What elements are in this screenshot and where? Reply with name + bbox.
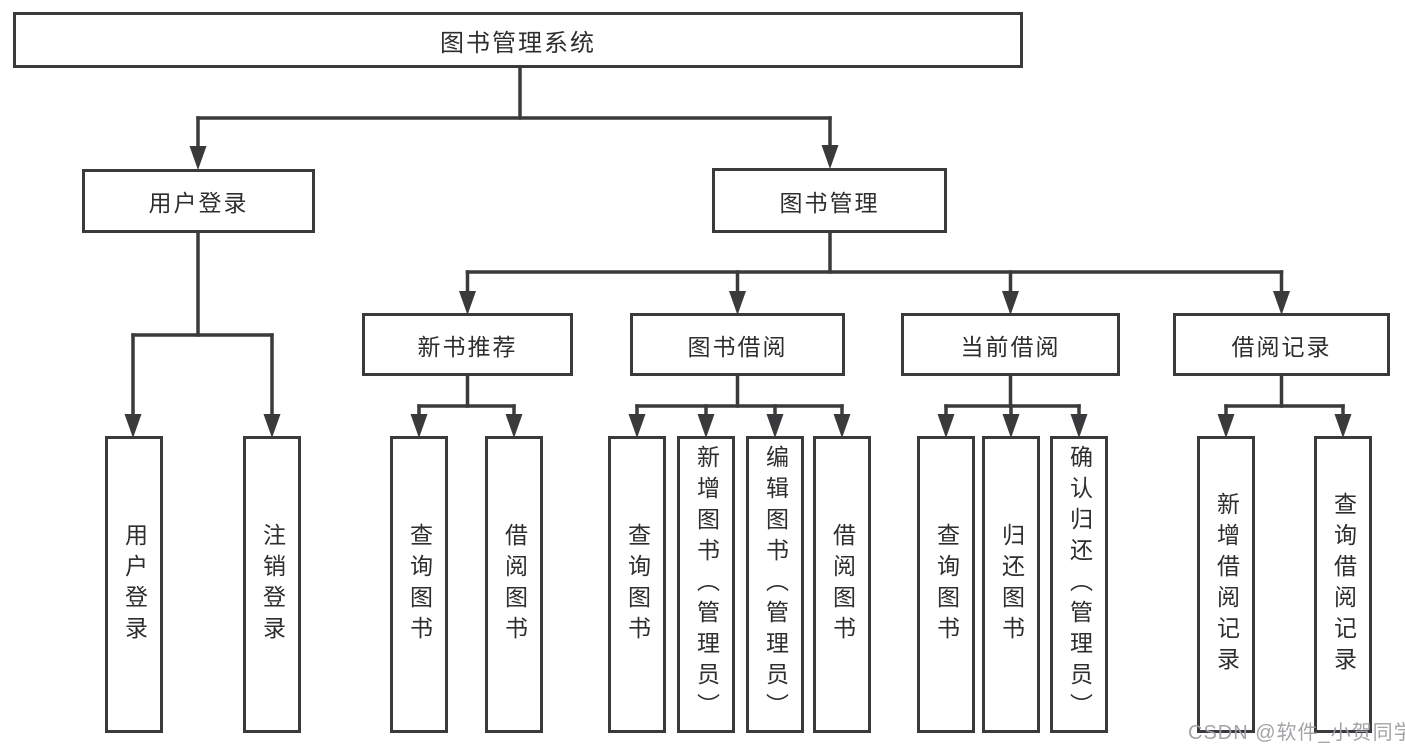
leaf-logout: 注销登录 bbox=[243, 436, 301, 733]
leaf-confirm-return-admin: 确认归还（管理员） bbox=[1050, 436, 1108, 733]
leaf-add-book-admin-label: 新增图书（管理员） bbox=[693, 445, 720, 724]
node-book-management: 图书管理 bbox=[712, 168, 947, 233]
watermark: CSDN @软件_小贺同学 bbox=[1188, 722, 1405, 744]
node-new-book-recommend-label: 新书推荐 bbox=[417, 333, 518, 360]
node-current-borrowing: 当前借阅 bbox=[901, 313, 1120, 376]
leaf-borrow-books-label: 借阅图书 bbox=[829, 522, 856, 647]
node-new-book-recommend: 新书推荐 bbox=[362, 313, 573, 376]
leaf-add-borrow-record-label: 新增借阅记录 bbox=[1213, 491, 1240, 678]
leaf-return-books-label: 归还图书 bbox=[998, 522, 1025, 647]
node-current-borrowing-label: 当前借阅 bbox=[960, 333, 1061, 360]
leaf-query-books-borrowing: 查询图书 bbox=[608, 436, 666, 733]
node-root: 图书管理系统 bbox=[13, 12, 1023, 68]
node-borrowing-records-label: 借阅记录 bbox=[1231, 333, 1332, 360]
node-book-borrowing-label: 图书借阅 bbox=[687, 333, 788, 360]
leaf-borrow-books-recommend-label: 借阅图书 bbox=[501, 522, 528, 647]
leaf-query-books-recommend-label: 查询图书 bbox=[406, 522, 433, 647]
leaf-add-book-admin: 新增图书（管理员） bbox=[677, 436, 735, 733]
leaf-query-books-borrowing-label: 查询图书 bbox=[624, 522, 651, 647]
leaf-user-login: 用户登录 bbox=[105, 436, 163, 733]
leaf-add-borrow-record: 新增借阅记录 bbox=[1197, 436, 1255, 733]
leaf-logout-label: 注销登录 bbox=[259, 522, 286, 647]
node-borrowing-records: 借阅记录 bbox=[1173, 313, 1390, 376]
node-user-login: 用户登录 bbox=[82, 169, 315, 233]
node-user-login-label: 用户登录 bbox=[148, 190, 249, 216]
node-book-management-label: 图书管理 bbox=[779, 189, 880, 216]
leaf-edit-book-admin: 编辑图书（管理员） bbox=[746, 436, 804, 733]
leaf-borrow-books: 借阅图书 bbox=[813, 436, 871, 733]
leaf-confirm-return-admin-label: 确认归还（管理员） bbox=[1066, 445, 1093, 724]
leaf-edit-book-admin-label: 编辑图书（管理员） bbox=[762, 445, 789, 724]
leaf-query-borrow-record-label: 查询借阅记录 bbox=[1330, 491, 1357, 678]
leaf-return-books: 归还图书 bbox=[982, 436, 1040, 733]
leaf-user-login-label: 用户登录 bbox=[121, 522, 148, 647]
leaf-borrow-books-recommend: 借阅图书 bbox=[485, 436, 543, 733]
leaf-query-borrow-record: 查询借阅记录 bbox=[1314, 436, 1372, 733]
node-book-borrowing: 图书借阅 bbox=[630, 313, 845, 376]
leaf-query-books-recommend: 查询图书 bbox=[390, 436, 448, 733]
leaf-query-books-current: 查询图书 bbox=[917, 436, 975, 733]
node-root-label: 图书管理系统 bbox=[440, 29, 596, 57]
leaf-query-books-current-label: 查询图书 bbox=[933, 522, 960, 647]
